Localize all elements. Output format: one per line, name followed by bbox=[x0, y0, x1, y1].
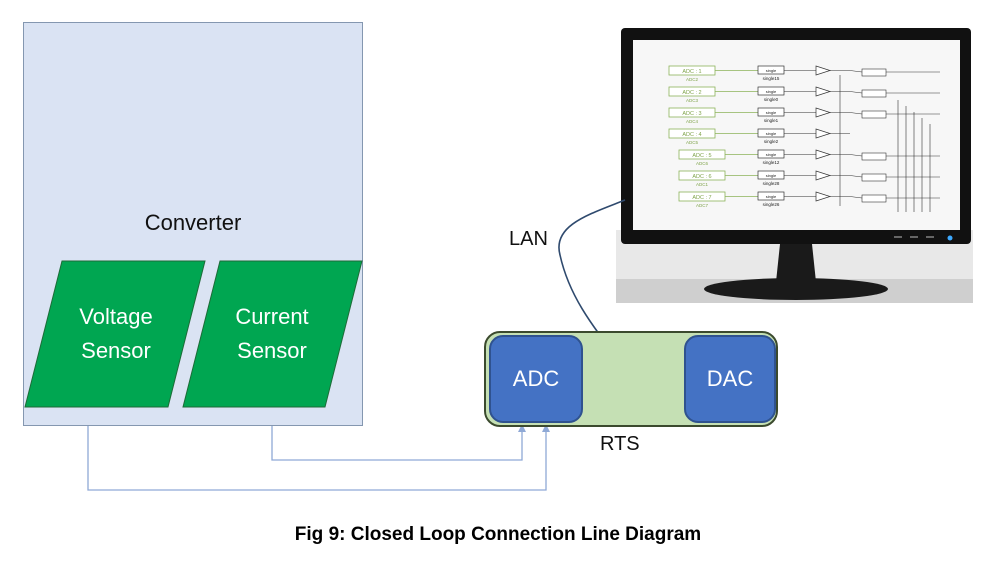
single-block-3 bbox=[757, 107, 785, 117]
voltage-sensor-label: Voltage Sensor bbox=[44, 300, 188, 368]
adc-block-label-7: ADC : 7 bbox=[692, 195, 711, 201]
adc-block-label-4: ADC : 4 bbox=[682, 132, 701, 138]
lan-label: LAN bbox=[509, 228, 548, 250]
gain-block-1 bbox=[815, 65, 832, 76]
sum-in-wire-2 bbox=[849, 91, 863, 94]
sum-block-5 bbox=[861, 152, 887, 161]
gain-block-7 bbox=[815, 191, 832, 202]
gain-block-5 bbox=[815, 149, 832, 160]
sum-in-wire-5 bbox=[849, 154, 863, 157]
sum-block-2 bbox=[861, 89, 887, 98]
single-block-out-7: single26 bbox=[763, 202, 780, 207]
single-block-out-4: single2 bbox=[764, 139, 779, 144]
current-sensor-label: Current Sensor bbox=[200, 300, 344, 368]
voltage-sensor-shape bbox=[24, 260, 206, 408]
arrowhead-current bbox=[518, 424, 526, 432]
voltage-sensor-line1: Voltage bbox=[79, 304, 153, 329]
single-block-4 bbox=[757, 128, 785, 138]
rts-label: RTS bbox=[600, 433, 640, 455]
sum-in-wire-7 bbox=[849, 196, 863, 199]
single-block-label-6: single bbox=[766, 173, 777, 178]
sum-block-3 bbox=[861, 110, 887, 119]
single-block-label-7: single bbox=[766, 194, 777, 199]
single-block-label-4: single bbox=[766, 131, 777, 136]
sum-in-wire-6 bbox=[849, 175, 863, 178]
adc-block-label-5: ADC : 5 bbox=[692, 153, 711, 159]
single-block-out-6: single28 bbox=[763, 181, 780, 186]
single-block-label-5: single bbox=[766, 152, 777, 157]
adc-block-sub-6: ADC1 bbox=[696, 182, 709, 187]
voltage-sensor-line2: Sensor bbox=[81, 338, 151, 363]
gain-block-4 bbox=[815, 128, 832, 139]
adc-block-sub-4: ADC5 bbox=[686, 140, 699, 145]
arrowhead-voltage bbox=[542, 424, 550, 432]
adc-block-label-2: ADC : 2 bbox=[682, 90, 701, 96]
current-sensor-line1: Current bbox=[235, 304, 309, 329]
single-block-2 bbox=[757, 86, 785, 96]
sum-in-wire-1 bbox=[849, 70, 863, 73]
adc-block-sub-1: ADC2 bbox=[686, 77, 699, 82]
adc-block-sub-5: ADC6 bbox=[696, 161, 709, 166]
converter-label: Converter bbox=[144, 210, 242, 235]
current-sensor-shape bbox=[182, 260, 363, 408]
monitor-stand-base bbox=[704, 278, 888, 300]
single-block-out-2: single0 bbox=[764, 97, 779, 102]
adc-block-sub-2: ADC3 bbox=[686, 98, 699, 103]
monitor-stand-neck bbox=[776, 244, 816, 282]
gain-block-2 bbox=[815, 86, 832, 97]
adc-block-label-3: ADC : 3 bbox=[682, 111, 701, 117]
adc-block-label-1: ADC : 1 bbox=[682, 69, 701, 75]
adc-block-sub-7: ADC7 bbox=[696, 203, 709, 208]
single-block-out-5: single12 bbox=[763, 160, 780, 165]
sum-block-1 bbox=[861, 68, 887, 77]
single-block-5 bbox=[757, 149, 785, 159]
single-block-1 bbox=[757, 65, 785, 75]
single-block-label-1: single bbox=[766, 68, 777, 73]
current-sensor-line2: Sensor bbox=[237, 338, 307, 363]
gain-block-6 bbox=[815, 170, 832, 181]
single-block-label-3: single bbox=[766, 110, 777, 115]
single-block-label-2: single bbox=[766, 89, 777, 94]
single-block-out-3: single1 bbox=[764, 118, 779, 123]
voltage-sensor-wire bbox=[87, 426, 547, 491]
single-block-6 bbox=[757, 170, 785, 180]
adc-block: ADC bbox=[489, 335, 583, 423]
sum-block-7 bbox=[861, 194, 887, 203]
gain-block-3 bbox=[815, 107, 832, 118]
figure-caption: Fig 9: Closed Loop Connection Line Diagr… bbox=[294, 524, 702, 545]
sum-block-6 bbox=[861, 173, 887, 182]
adc-block-label-6: ADC : 6 bbox=[692, 174, 711, 180]
sum-in-wire-3 bbox=[849, 112, 863, 115]
single-block-out-1: single15 bbox=[763, 76, 780, 81]
dac-block: DAC bbox=[684, 335, 776, 423]
adc-block-sub-3: ADC4 bbox=[686, 119, 699, 124]
current-sensor-wire bbox=[271, 426, 523, 461]
monitor-power-light bbox=[947, 235, 953, 241]
single-block-7 bbox=[757, 191, 785, 201]
